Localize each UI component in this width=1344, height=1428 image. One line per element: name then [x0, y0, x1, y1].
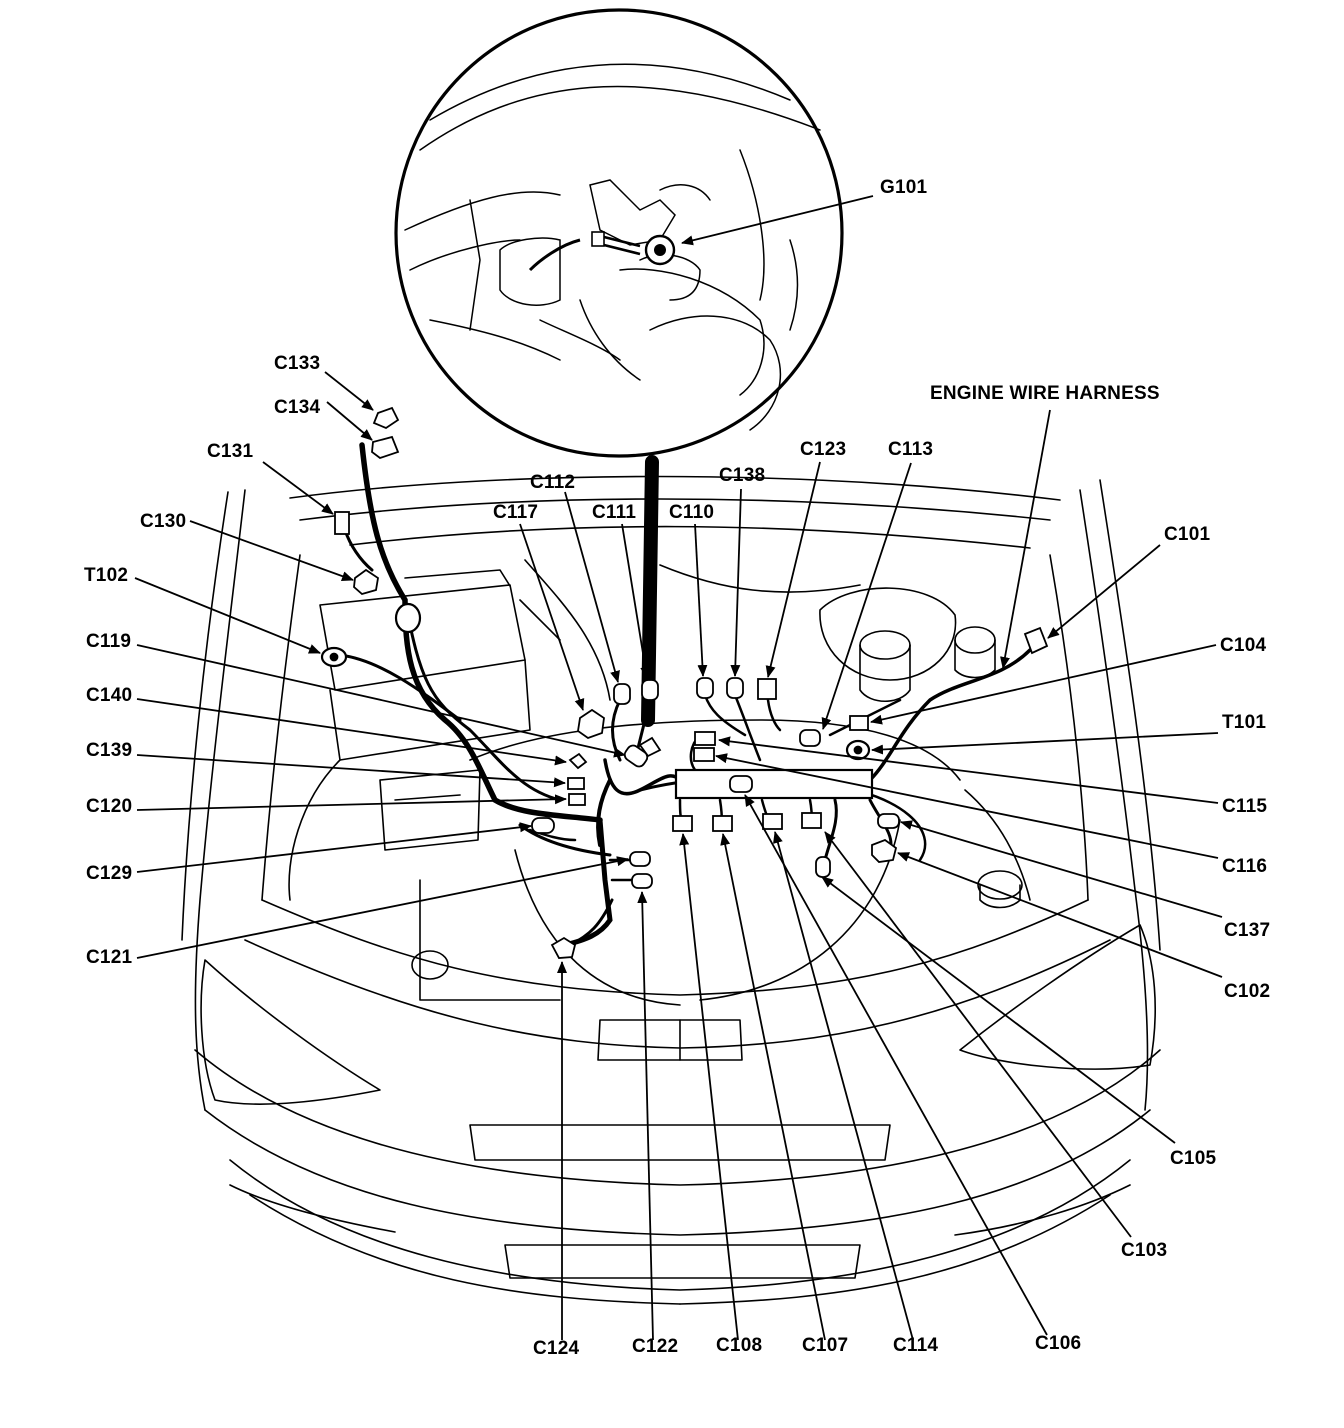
connectors [320, 406, 1049, 959]
label-engine-wire-harness: ENGINE WIRE HARNESS [930, 383, 1160, 404]
callout-leaders [134, 195, 1223, 1341]
label-c140: C140 [86, 685, 133, 706]
label-g101: G101 [880, 177, 928, 198]
label-c123: C123 [800, 439, 847, 460]
label-t101: T101 [1222, 712, 1267, 733]
label-c113: C113 [888, 439, 934, 460]
label-c114: C114 [893, 1335, 939, 1356]
label-c104: C104 [1220, 635, 1267, 656]
label-c139: C139 [86, 740, 133, 761]
label-c133: C133 [274, 353, 321, 374]
label-c131: C131 [207, 441, 254, 462]
junction-box [674, 768, 874, 800]
label-c117: C117 [493, 502, 539, 523]
label-c121: C121 [86, 947, 133, 968]
label-c111: C111 [592, 502, 637, 523]
label-c105: C105 [1170, 1148, 1217, 1169]
label-c130: C130 [140, 511, 187, 532]
label-c115: C115 [1222, 796, 1268, 817]
label-c122: C122 [632, 1336, 679, 1357]
label-c116: C116 [1222, 856, 1268, 877]
label-c110: C110 [669, 502, 715, 523]
label-c129: C129 [86, 863, 133, 884]
label-c106: C106 [1035, 1333, 1082, 1354]
label-c124: C124 [533, 1338, 580, 1359]
g101-detail-inset [394, 8, 844, 458]
label-c120: C120 [86, 796, 133, 817]
label-c102: C102 [1224, 981, 1271, 1002]
label-c108: C108 [716, 1335, 763, 1356]
label-c101: C101 [1164, 524, 1211, 545]
label-c112: C112 [530, 472, 576, 493]
label-c119: C119 [86, 631, 132, 652]
label-t102: T102 [84, 565, 129, 586]
label-c103: C103 [1121, 1240, 1168, 1261]
label-c134: C134 [274, 397, 321, 418]
label-c137: C137 [1224, 920, 1271, 941]
car-body-outline [181, 475, 1161, 1305]
label-c138: C138 [719, 465, 766, 486]
label-c107: C107 [802, 1335, 849, 1356]
